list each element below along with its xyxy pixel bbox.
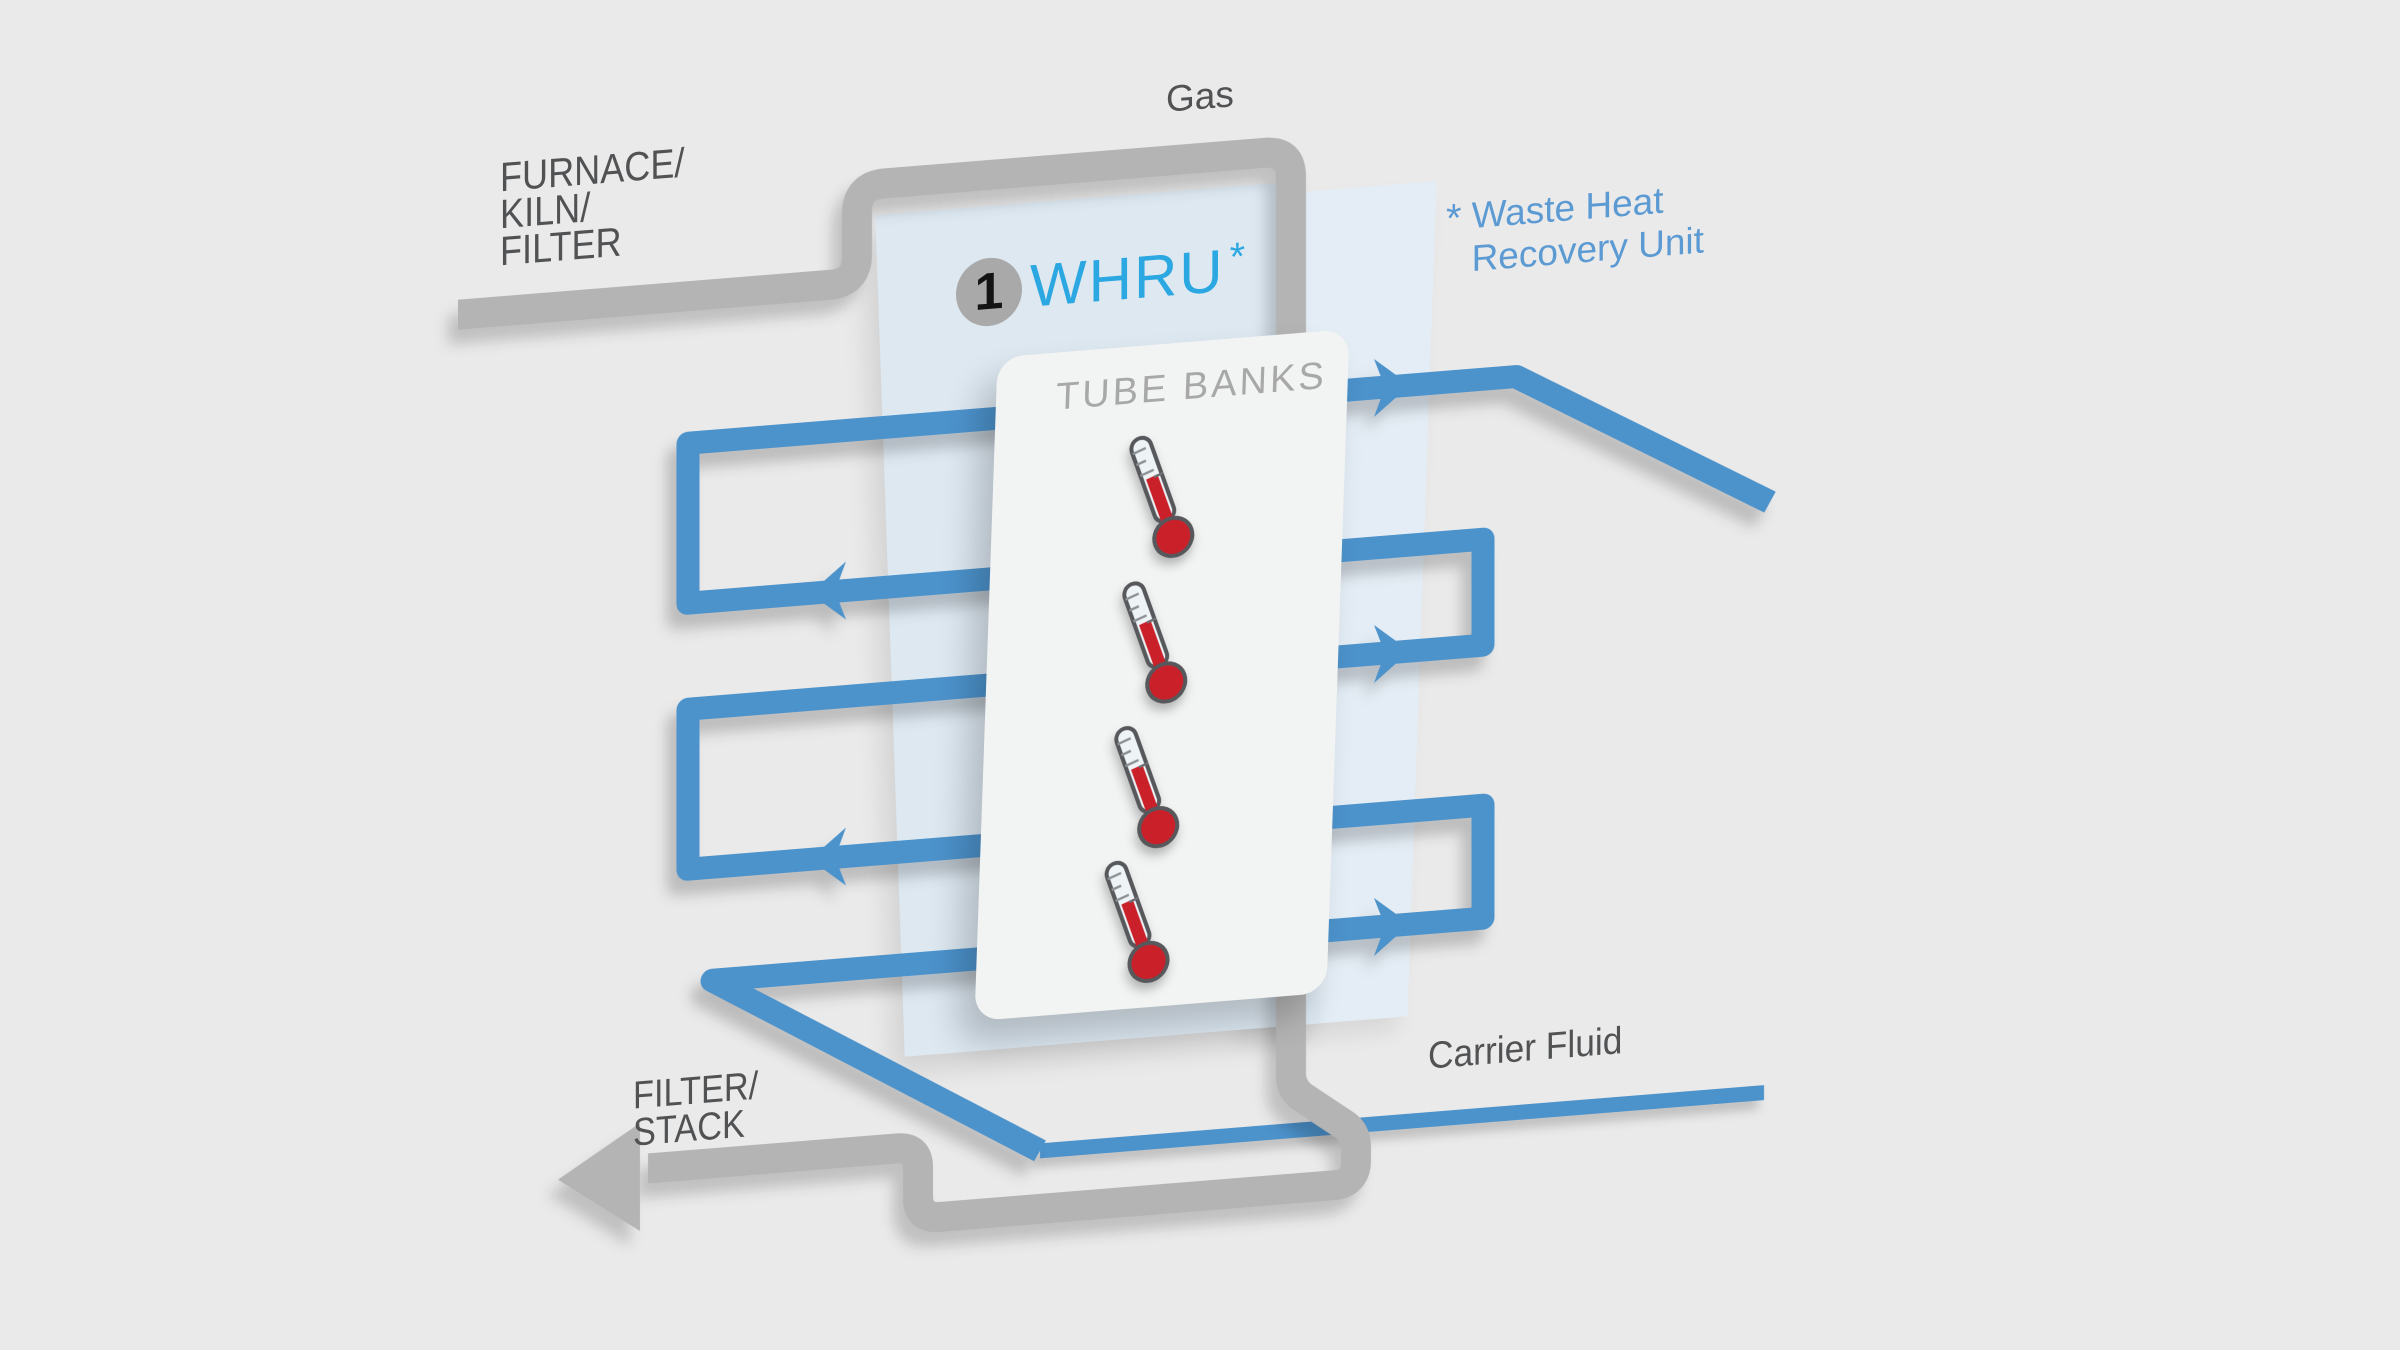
filter-stack-line2: STACK (633, 1102, 745, 1155)
furnace-label: FURNACE/ KILN/ FILTER (500, 139, 684, 274)
thermometer-icon-3 (1114, 726, 1180, 849)
flow-arrow-right-bottom (1374, 898, 1410, 957)
flow-arrow-left-lower (810, 827, 846, 886)
carrier-fluid-pipe (1040, 1085, 1764, 1159)
badge-number: 1 (974, 261, 1004, 323)
flow-arrow-right-top (1374, 359, 1410, 418)
whru-title-text: WHRU (1030, 237, 1225, 320)
flow-arrow-left-upper (810, 561, 846, 620)
thermometer-icon-4 (1104, 860, 1170, 983)
tube-banks-card: TUBE BANKS (974, 328, 1350, 1022)
footnote-marker: * (1446, 195, 1462, 242)
carrier-fluid-inlet-line (1040, 1085, 1764, 1159)
filter-stack-label: FILTER/ STACK (633, 1065, 758, 1155)
flow-arrow-right-middle (1374, 625, 1410, 684)
tube-banks-title: TUBE BANKS (1055, 354, 1328, 419)
whru-title-mark: * (1229, 234, 1248, 280)
filter-stack-arrow (558, 1123, 640, 1232)
thermometer-icon-1 (1129, 435, 1195, 558)
gas-pipe-path (458, 137, 1371, 1233)
gas-label: Gas (1166, 73, 1234, 120)
thermometer-icon-2 (1122, 581, 1188, 704)
gas-pipe (458, 137, 1371, 1233)
